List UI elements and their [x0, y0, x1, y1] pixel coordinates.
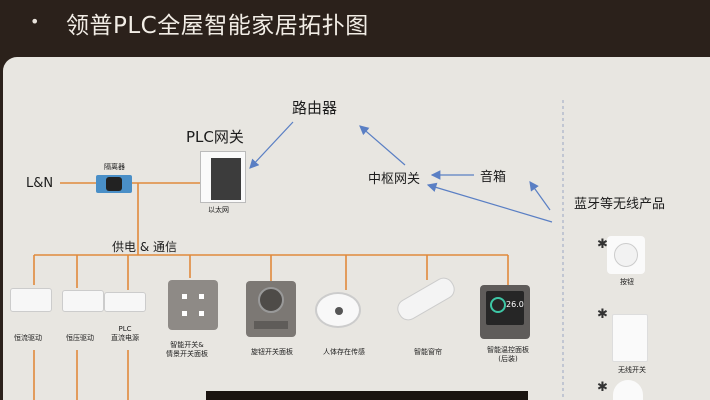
power-bus [33, 182, 509, 400]
device-label-5: 人体存在传感 [323, 348, 365, 356]
plc-gateway-device-icon [200, 151, 246, 203]
wireless-products-label: 蓝牙等无线产品 [574, 197, 666, 212]
plc-gateway-label: PLC网关 [186, 128, 244, 146]
hub-gateway-label: 中枢网关 [368, 172, 421, 187]
thermostat-reading: 26.0 [506, 300, 524, 309]
diagram-panel [3, 57, 710, 400]
wireless-switch-icon [612, 314, 648, 362]
constant-voltage-driver-icon [62, 290, 104, 312]
ethernet-label: 以太网 [208, 206, 229, 214]
bluetooth-icon: ✱ [597, 307, 608, 322]
wireless-button-icon [607, 236, 645, 274]
router-label: 路由器 [292, 99, 338, 117]
bluetooth-icon: ✱ [597, 380, 608, 395]
device-label-4: 旋钮开关面板 [251, 348, 293, 356]
device-label-3: 智能开关& 情景开关面板 [166, 341, 208, 358]
constant-current-driver-icon [10, 288, 52, 312]
header-bar: • 领普PLC全屋智能家居拓扑图 [0, 0, 710, 50]
bluetooth-icon: ✱ [597, 237, 608, 252]
arrow-wireless-hub [426, 182, 553, 223]
knob-switch-panel-icon [246, 281, 296, 337]
arrow-hub-router [359, 125, 406, 166]
ln-label: L&N [26, 176, 54, 191]
arrow-gateway-router [249, 121, 294, 169]
plc-dc-power-icon [104, 292, 146, 312]
bottom-bar [206, 391, 528, 400]
speaker-label: 音箱 [480, 170, 507, 185]
wireless-knob-icon [613, 380, 643, 400]
isolator-icon [96, 175, 132, 193]
page-title: 领普PLC全屋智能家居拓扑图 [66, 13, 369, 39]
device-label-1: 恒压驱动 [66, 334, 94, 342]
arrow-wireless-speaker [529, 181, 551, 211]
presence-sensor-icon [315, 292, 361, 328]
wireless-label-1: 无线开关 [618, 366, 646, 374]
device-label-2: PLC 直流电源 [111, 325, 139, 342]
power-comm-label: 供电 & 通信 [112, 240, 177, 254]
device-label-7: 智能温控面板 (后装) [487, 346, 529, 363]
device-label-0: 恒流驱动 [14, 334, 42, 342]
title-bullet: • [30, 12, 40, 31]
wireless-label-0: 按钮 [620, 278, 634, 286]
thermostat-panel-icon: 26.0 [480, 285, 530, 339]
isolator-label: 隔离器 [104, 163, 125, 171]
smart-switch-panel-icon [168, 280, 218, 330]
device-label-6: 智能窗帘 [414, 348, 442, 356]
